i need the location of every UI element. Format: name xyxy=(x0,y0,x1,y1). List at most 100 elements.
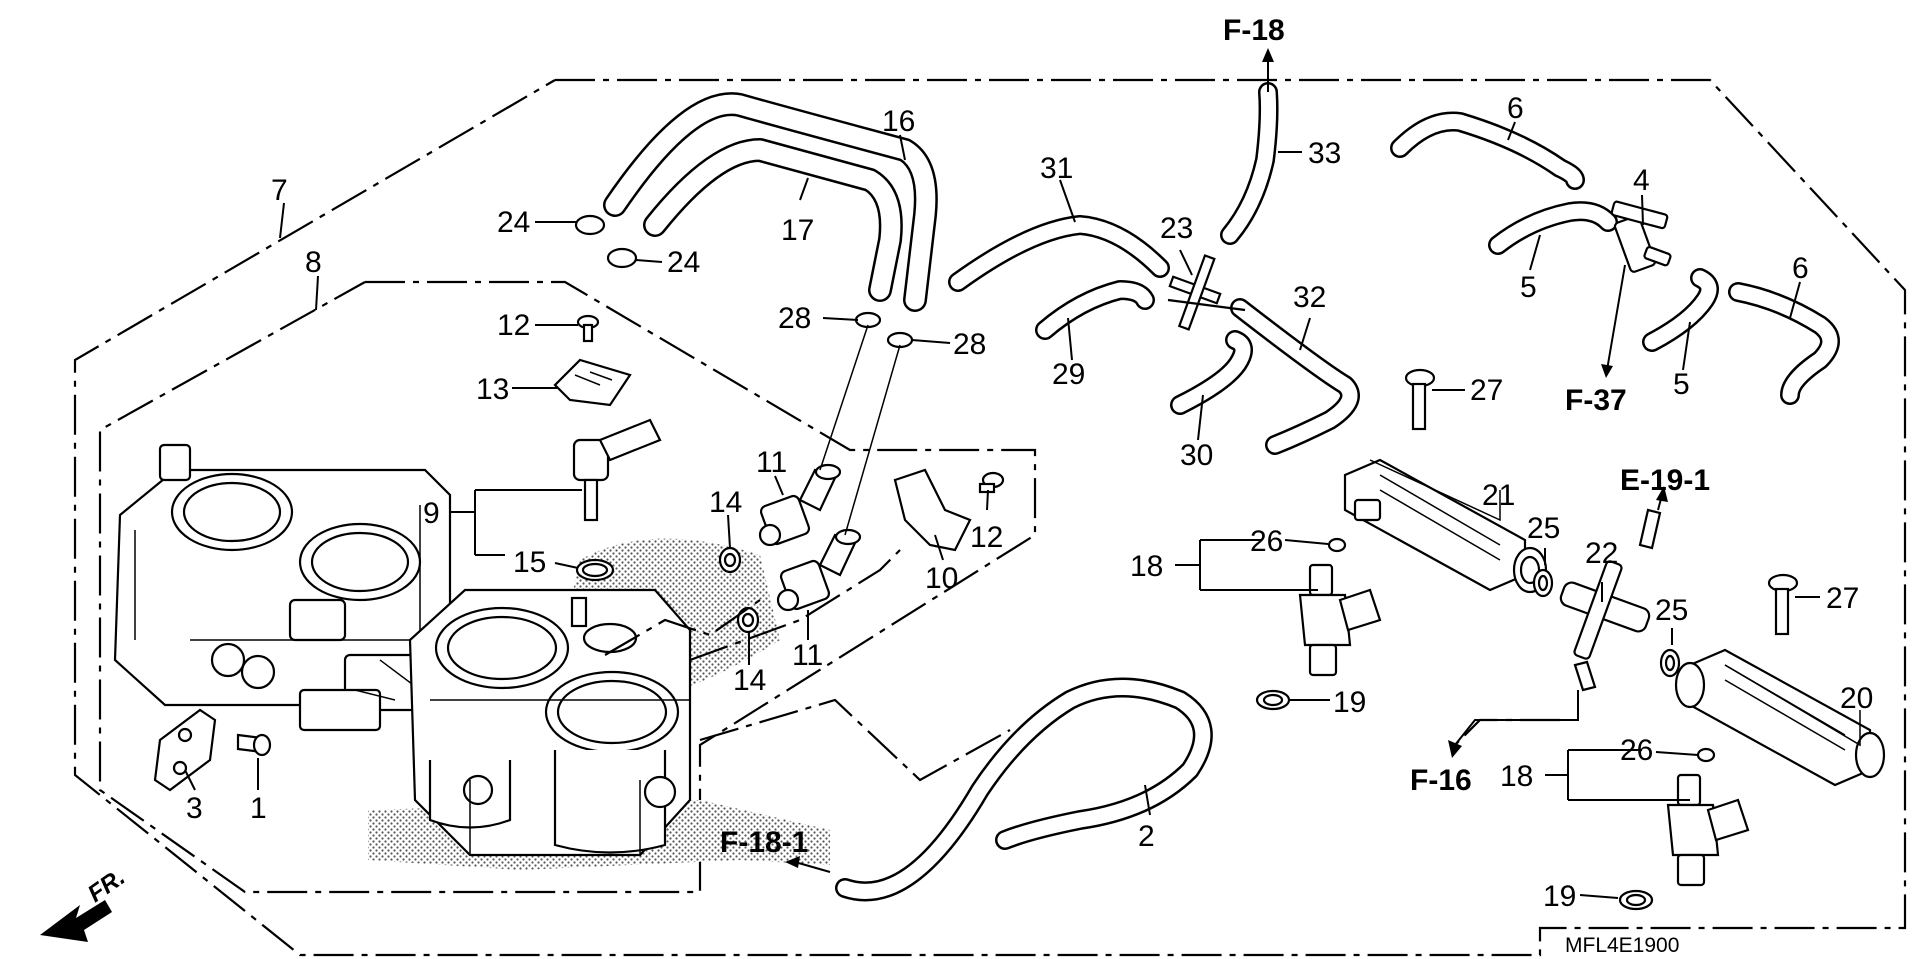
ref-f18: F-18 xyxy=(1223,14,1285,47)
label-3: 3 xyxy=(186,792,203,825)
hose-17 xyxy=(643,138,903,302)
oring-15 xyxy=(575,558,615,582)
seal-26-lower xyxy=(1696,747,1716,763)
label-23: 23 xyxy=(1160,212,1193,245)
label-32: 32 xyxy=(1293,281,1326,314)
label-28b: 28 xyxy=(953,328,986,361)
label-28a: 28 xyxy=(778,302,811,335)
diagram-code: MFL4E1900 xyxy=(1565,934,1679,957)
label-8: 8 xyxy=(305,246,322,279)
label-25b: 25 xyxy=(1655,594,1688,627)
outer-frame xyxy=(73,78,1907,957)
bracket-10 xyxy=(893,468,972,552)
label-33: 33 xyxy=(1308,137,1341,170)
label-26a: 26 xyxy=(1250,525,1283,558)
clip-28-right xyxy=(886,331,914,349)
ref-f16: F-16 xyxy=(1410,764,1472,797)
label-13: 13 xyxy=(476,373,509,406)
hose-33 xyxy=(1220,82,1279,245)
label-12a: 12 xyxy=(497,309,530,342)
hose-32 xyxy=(1230,298,1360,455)
throttle-body xyxy=(113,443,692,857)
bolt-1 xyxy=(236,733,272,757)
seal-19-lower xyxy=(1618,889,1654,911)
joint-23 xyxy=(1167,254,1246,331)
valve-11-upper xyxy=(758,463,842,547)
ref-arrows xyxy=(785,48,1668,873)
label-27b: 27 xyxy=(1826,582,1859,615)
part-labels: 7 8 24 24 16 17 28 28 12 13 9 15 11 14 1… xyxy=(186,92,1873,913)
hose-6-top xyxy=(1390,111,1585,190)
seal-25-lower xyxy=(1659,648,1681,678)
label-10: 10 xyxy=(925,562,958,595)
joint-22 xyxy=(1559,508,1662,692)
label-4: 4 xyxy=(1633,164,1650,197)
ref-e191: E-19-1 xyxy=(1620,464,1710,497)
label-5b: 5 xyxy=(1673,368,1690,401)
hose-16 xyxy=(603,92,938,312)
label-11a: 11 xyxy=(756,446,787,479)
inner-frame xyxy=(98,280,1037,894)
label-11b: 11 xyxy=(792,639,823,672)
hose-6-bottom xyxy=(1728,282,1840,405)
screw-12-top xyxy=(576,314,600,343)
washer-14-upper xyxy=(718,546,742,574)
front-label: FR. xyxy=(83,864,130,908)
clip-28-left xyxy=(854,311,882,329)
leader-lines xyxy=(184,121,1861,899)
hose-2 xyxy=(835,677,1213,902)
joint-4 xyxy=(1610,200,1672,273)
seal-25-upper xyxy=(1532,568,1554,598)
label-31: 31 xyxy=(1040,152,1073,185)
cover-13 xyxy=(553,358,632,407)
label-22: 22 xyxy=(1585,537,1618,570)
label-24a: 24 xyxy=(497,206,530,239)
label-14a: 14 xyxy=(709,486,742,519)
reference-labels: F-18 F-37 E-19-1 F-16 F-18-1 xyxy=(720,14,1710,859)
fuel-rail-20 xyxy=(1674,648,1886,787)
label-21: 21 xyxy=(1482,479,1515,512)
hose-5-top xyxy=(1488,201,1618,255)
ref-f37: F-37 xyxy=(1565,384,1627,417)
hose-29 xyxy=(1035,280,1155,340)
hose-5-bottom xyxy=(1642,268,1719,352)
bracket-3 xyxy=(153,708,217,792)
label-14b: 14 xyxy=(733,664,766,697)
screw-12-right xyxy=(978,471,1005,494)
label-27a: 27 xyxy=(1470,374,1503,407)
label-29: 29 xyxy=(1052,358,1085,391)
label-25a: 25 xyxy=(1527,512,1560,545)
label-16: 16 xyxy=(882,105,915,138)
label-9: 9 xyxy=(423,497,440,530)
label-12b: 12 xyxy=(970,521,1003,554)
label-20: 20 xyxy=(1840,682,1873,715)
sensor-9 xyxy=(572,418,662,522)
label-6b: 6 xyxy=(1792,252,1809,285)
label-1: 1 xyxy=(250,792,267,825)
hose-31 xyxy=(948,215,1170,292)
seal-19-upper xyxy=(1255,689,1291,711)
bolt-27-lower xyxy=(1767,573,1799,636)
label-24b: 24 xyxy=(667,246,700,279)
front-arrow: FR. xyxy=(40,864,130,942)
seal-26-upper xyxy=(1327,537,1347,553)
valve-11-lower xyxy=(776,528,862,612)
label-7: 7 xyxy=(271,174,288,207)
label-18a: 18 xyxy=(1130,550,1163,583)
injector-18-lower xyxy=(1666,773,1750,887)
label-30: 30 xyxy=(1180,439,1213,472)
label-26b: 26 xyxy=(1620,734,1653,767)
injector-18-upper xyxy=(1298,563,1382,677)
ref-f181: F-18-1 xyxy=(720,826,808,859)
label-17: 17 xyxy=(781,214,814,247)
label-2: 2 xyxy=(1138,820,1155,853)
label-18b: 18 xyxy=(1500,760,1533,793)
label-19a: 19 xyxy=(1333,686,1366,719)
fuel-rail-21 xyxy=(1343,458,1548,594)
hose-30 xyxy=(1170,330,1253,415)
label-5a: 5 xyxy=(1520,271,1537,304)
clip-24-lower xyxy=(606,247,638,269)
clip-24-upper xyxy=(574,214,606,236)
washer-14-lower xyxy=(736,606,760,634)
